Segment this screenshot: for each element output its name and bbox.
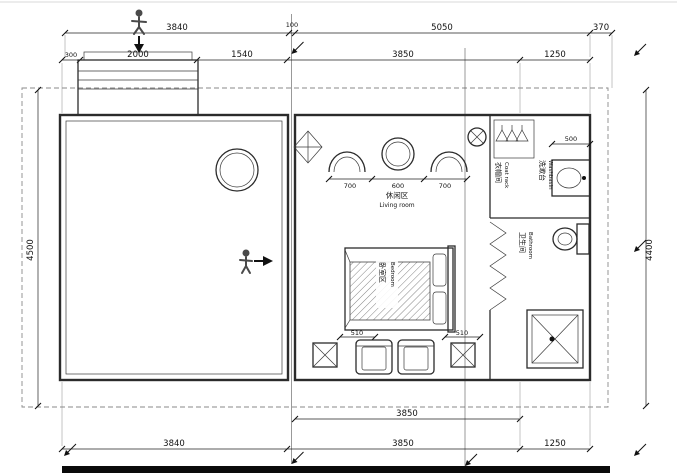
bed: 卧室区 Bedroom	[344, 245, 456, 333]
dim-bottom2-1250: 1250	[544, 439, 566, 449]
exhaust-fan-icon	[467, 127, 487, 147]
room-label-bath-en: Bathroom	[527, 232, 533, 259]
section-marker-icon	[634, 443, 647, 456]
entrance-arrow-down-icon	[134, 36, 144, 53]
dim-top2-300: 300	[65, 51, 77, 59]
accordion-door	[489, 221, 507, 311]
main-room-outline	[293, 113, 592, 382]
dim-top-5050: 5050	[431, 23, 453, 33]
top-dim-row-outer: 3840 100 5050 370	[61, 21, 616, 88]
dim-510-left: 510	[351, 329, 363, 337]
roof-eave-outline	[21, 87, 609, 408]
section-marker-icon	[465, 453, 478, 466]
bedside-dims: 510 510	[336, 329, 484, 341]
hanger-icon	[495, 125, 509, 142]
side-table	[450, 342, 476, 368]
room-label-coat-en: Coat rack	[503, 162, 509, 189]
pillow	[432, 291, 447, 325]
dim-top2-2000: 2000	[127, 50, 149, 60]
section-marker-icon	[291, 41, 304, 54]
dim-top-100: 100	[286, 21, 298, 29]
section-marker-icon	[64, 443, 77, 456]
title-block-bar	[62, 466, 610, 473]
right-dim: 4400	[642, 86, 655, 410]
armchair	[355, 339, 393, 375]
hanger-icon	[505, 125, 519, 142]
washbasin-counter	[551, 159, 591, 197]
bottom-dim-row-inner: 3850	[291, 382, 524, 446]
armchair	[397, 339, 435, 375]
left-dim: 4500	[26, 86, 42, 410]
side-table	[312, 342, 338, 368]
seating-dims: 700 600 700	[325, 175, 471, 190]
partition-walls	[489, 115, 590, 380]
shower	[526, 309, 584, 369]
dim-top2-1250: 1250	[544, 50, 566, 60]
dim-right-4400: 4400	[645, 239, 655, 261]
section-marker-icon	[634, 239, 647, 252]
washbasin-dim: 500	[548, 135, 594, 148]
room-label-bath-zh: 卫生间	[518, 232, 527, 253]
room-label-basin-zh: 洗漱台	[538, 160, 547, 181]
bottom-dim-row-outer: 3840 3850 1250	[58, 382, 594, 453]
entrance-person-icon	[131, 9, 147, 35]
room-label-basin-en: Washbasin	[547, 160, 553, 190]
room-label-living-en: Living room	[379, 202, 414, 209]
dim-510-right: 510	[456, 329, 468, 337]
dim-bottom2-3840: 3840	[163, 439, 185, 449]
dim-basin-500: 500	[565, 135, 577, 143]
faucet-icon	[582, 176, 586, 180]
room-label-bedroom-zh: 卧室区	[378, 262, 387, 283]
arch-chair-left	[328, 151, 366, 173]
dim-top2-1540: 1540	[231, 50, 253, 60]
section-marker-icon	[291, 451, 304, 464]
pillow	[432, 253, 447, 287]
dim-top2-3850: 3850	[392, 50, 414, 60]
dim-top-3840: 3840	[166, 23, 188, 33]
arch-chair-right	[430, 151, 468, 173]
headboard	[447, 245, 456, 333]
round-side-table	[381, 137, 415, 171]
section-marker-icon	[634, 43, 647, 56]
coat-closet	[493, 119, 535, 159]
dim-bottom2-3850: 3850	[392, 439, 414, 449]
living-room-label: 休闲区 Living room	[379, 190, 414, 209]
dim-top-370: 370	[593, 23, 609, 33]
hanger-icon	[515, 125, 529, 142]
round-table	[215, 148, 259, 192]
living-seating	[328, 137, 468, 173]
diamond-decor	[293, 130, 323, 164]
room-label-living-zh: 休闲区	[386, 190, 409, 200]
washbasin-label: 洗漱台 Washbasin	[538, 160, 553, 190]
dim-seat-700a: 700	[344, 182, 356, 190]
deck-arrow-right-icon	[254, 256, 273, 266]
room-label-coat-zh: 衣帽间	[494, 162, 503, 183]
dim-left-4500: 4500	[26, 239, 36, 261]
deck-person-icon	[239, 249, 253, 274]
entry-stairs	[77, 51, 199, 116]
dim-seat-700b: 700	[439, 182, 451, 190]
dim-seat-600: 600	[392, 182, 404, 190]
coat-rack-label: 衣帽间 Coat rack	[494, 162, 509, 189]
deck-room	[58, 113, 290, 382]
bathroom-label: 卫生间 Bathroom	[518, 232, 533, 259]
dim-bottom-3850: 3850	[396, 409, 418, 419]
drain-icon	[549, 336, 555, 342]
toilet	[552, 223, 590, 255]
room-label-bedroom-en: Bedroom	[389, 262, 395, 287]
